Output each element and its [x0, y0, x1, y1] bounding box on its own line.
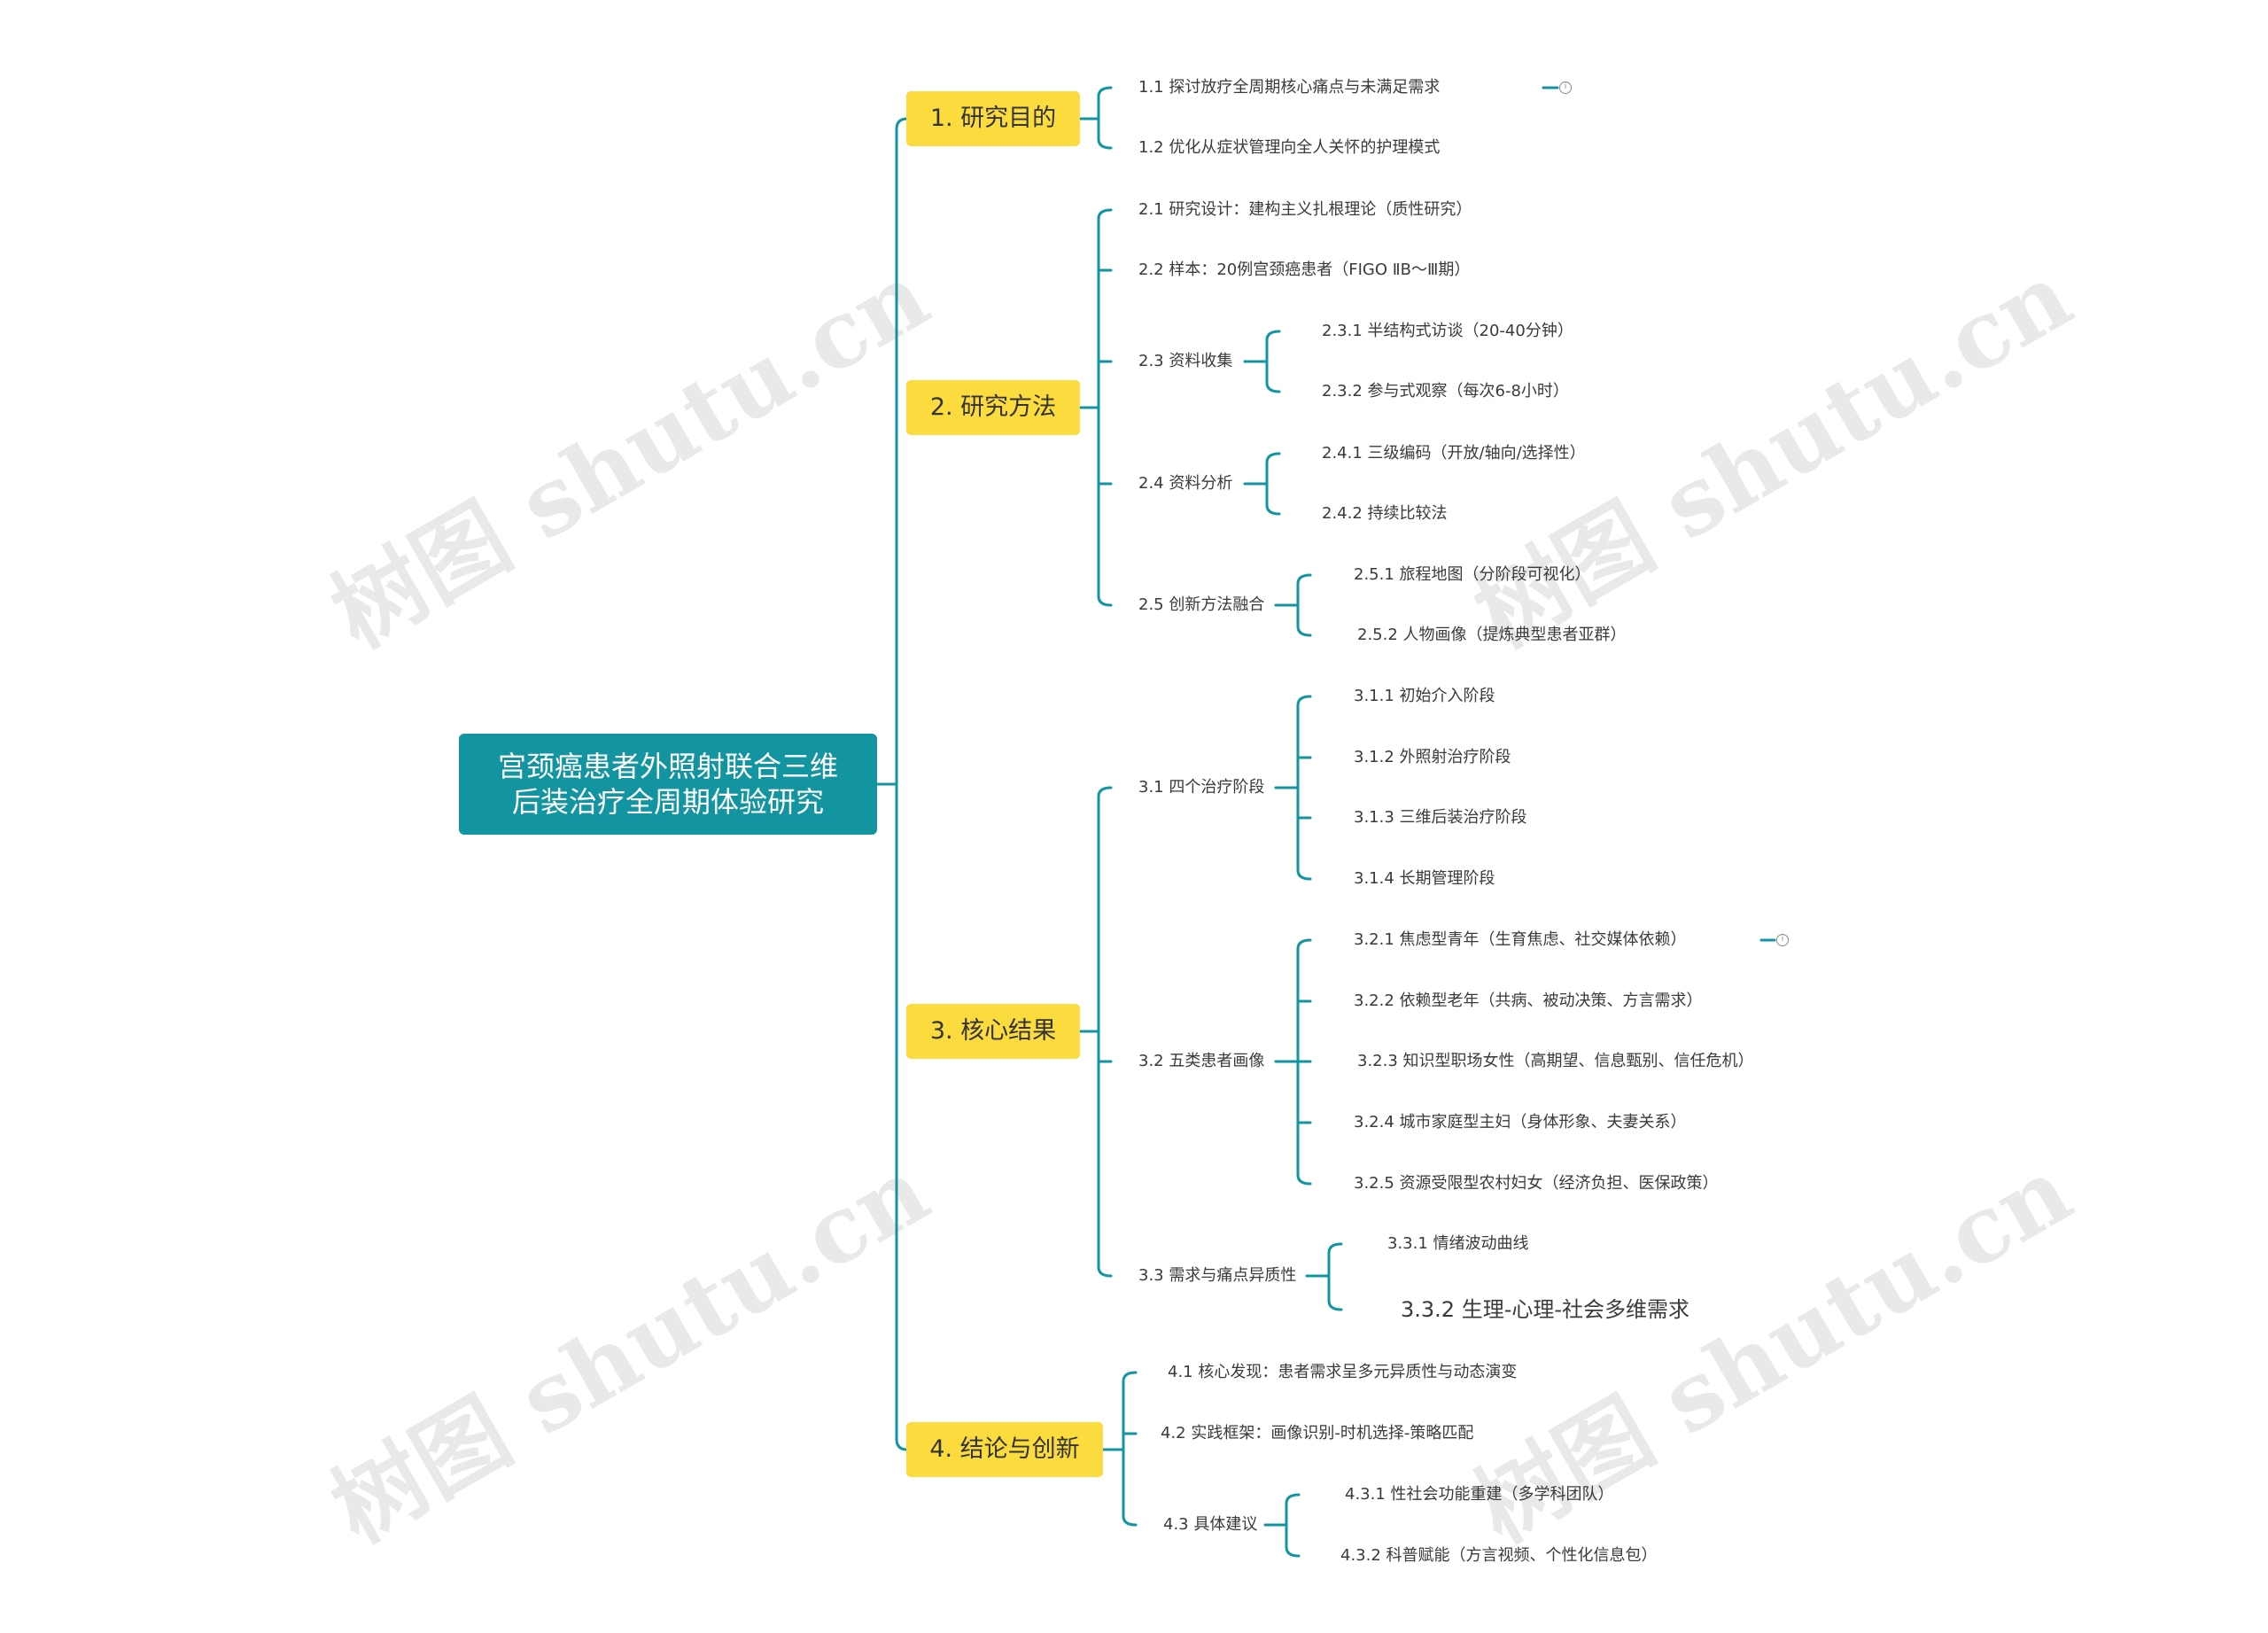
leaf-3-1[interactable]: 3.1 四个治疗阶段 — [1138, 778, 1265, 797]
leaf-2-5-2[interactable]: 2.5.2 人物画像（提炼典型患者亚群） — [1357, 626, 1627, 644]
leaf-2-3-1[interactable]: 2.3.1 半结构式访谈（20-40分钟） — [1322, 322, 1573, 340]
leaf-3-1-2[interactable]: 3.1.2 外照射治疗阶段 — [1354, 748, 1511, 766]
leaf-2-5[interactable]: 2.5 创新方法融合 — [1138, 595, 1265, 614]
leaf-1-1[interactable]: 1.1 探讨放疗全周期核心痛点与未满足需求 — [1138, 78, 1441, 97]
branch-research-aim[interactable]: 1. 研究目的 — [906, 91, 1080, 146]
note-icon[interactable]: i — [1776, 934, 1789, 946]
bracket-2-spine — [1097, 208, 1113, 607]
leaf-3-1-4[interactable]: 3.1.4 长期管理阶段 — [1354, 869, 1495, 888]
leaf-3-2[interactable]: 3.2 五类患者画像 — [1138, 1052, 1265, 1070]
leaf-3-2-1[interactable]: 3.2.1 焦虑型青年（生育焦虑、社交媒体依赖） — [1354, 930, 1687, 949]
bracket-3-1-spine — [1296, 695, 1312, 881]
leaf-4-3[interactable]: 4.3 具体建议 — [1163, 1515, 1258, 1534]
leaf-4-3-1[interactable]: 4.3.1 性社会功能重建（多学科团队） — [1345, 1485, 1614, 1504]
note-icon[interactable]: i — [1559, 82, 1572, 94]
leaf-2-4-2[interactable]: 2.4.2 持续比较法 — [1322, 504, 1448, 523]
leaf-3-2-3[interactable]: 3.2.3 知识型职场女性（高期望、信息甄别、信任危机） — [1357, 1052, 1754, 1070]
leaf-3-3[interactable]: 3.3 需求与痛点异质性 — [1138, 1266, 1297, 1285]
leaf-3-3-1[interactable]: 3.3.1 情绪波动曲线 — [1387, 1234, 1529, 1253]
bracket-2-5-spine — [1296, 573, 1312, 637]
leaf-3-2-4[interactable]: 3.2.4 城市家庭型主妇（身体形象、夫妻关系） — [1354, 1113, 1687, 1131]
bracket-4-spine — [1122, 1371, 1138, 1527]
branch-core-results[interactable]: 3. 核心结果 — [906, 1004, 1080, 1059]
leaf-2-2[interactable]: 2.2 样本：20例宫颈癌患者（FIGO ⅡB～Ⅲ期） — [1138, 261, 1471, 279]
bracket-3-spine — [1097, 786, 1113, 1278]
leaf-2-4-1[interactable]: 2.4.1 三级编码（开放/轴向/选择性） — [1322, 444, 1586, 463]
bracket-3-3-spine — [1327, 1242, 1343, 1311]
leaf-3-1-1[interactable]: 3.1.1 初始介入阶段 — [1354, 687, 1495, 705]
leaf-3-1-3[interactable]: 3.1.3 三维后装治疗阶段 — [1354, 808, 1527, 827]
leaf-4-1[interactable]: 4.1 核心发现：患者需求呈多元异质性与动态演变 — [1168, 1363, 1518, 1381]
root-topic-line-2: 后装治疗全周期体验研究 — [511, 785, 824, 819]
trunk — [895, 117, 909, 1451]
root-topic-line-1: 宫颈癌患者外照射联合三维 — [497, 750, 838, 783]
leaf-3-3-2[interactable]: 3.3.2 生理-心理-社会多维需求 — [1401, 1297, 1690, 1322]
leaf-3-2-5[interactable]: 3.2.5 资源受限型农村妇女（经济负担、医保政策） — [1354, 1174, 1719, 1193]
bracket-2-3-spine — [1265, 330, 1281, 393]
root-topic[interactable]: 宫颈癌患者外照射联合三维 后装治疗全周期体验研究 — [459, 734, 877, 835]
leaf-3-2-2[interactable]: 3.2.2 依赖型老年（共病、被动决策、方言需求） — [1354, 991, 1703, 1010]
leaf-1-2[interactable]: 1.2 优化从症状管理向全人关怀的护理模式 — [1138, 138, 1441, 157]
branch-conclusion[interactable]: 4. 结论与创新 — [906, 1422, 1103, 1477]
leaf-4-3-2[interactable]: 4.3.2 科普赋能（方言视频、个性化信息包） — [1340, 1546, 1658, 1565]
leaf-2-1[interactable]: 2.1 研究设计：建构主义扎根理论（质性研究） — [1138, 200, 1472, 219]
branch-research-method[interactable]: 2. 研究方法 — [906, 380, 1080, 435]
leaf-4-2[interactable]: 4.2 实践框架：画像识别-时机选择-策略匹配 — [1161, 1424, 1474, 1442]
bracket-4-3-spine — [1285, 1493, 1301, 1558]
bracket-1-spine — [1097, 86, 1113, 150]
leaf-2-3-2[interactable]: 2.3.2 参与式观察（每次6-8小时） — [1322, 382, 1569, 400]
leaf-2-3[interactable]: 2.3 资料收集 — [1138, 352, 1233, 370]
leaf-2-4[interactable]: 2.4 资料分析 — [1138, 474, 1233, 493]
bracket-2-4-spine — [1265, 452, 1281, 516]
leaf-2-5-1[interactable]: 2.5.1 旅程地图（分阶段可视化） — [1354, 565, 1591, 584]
